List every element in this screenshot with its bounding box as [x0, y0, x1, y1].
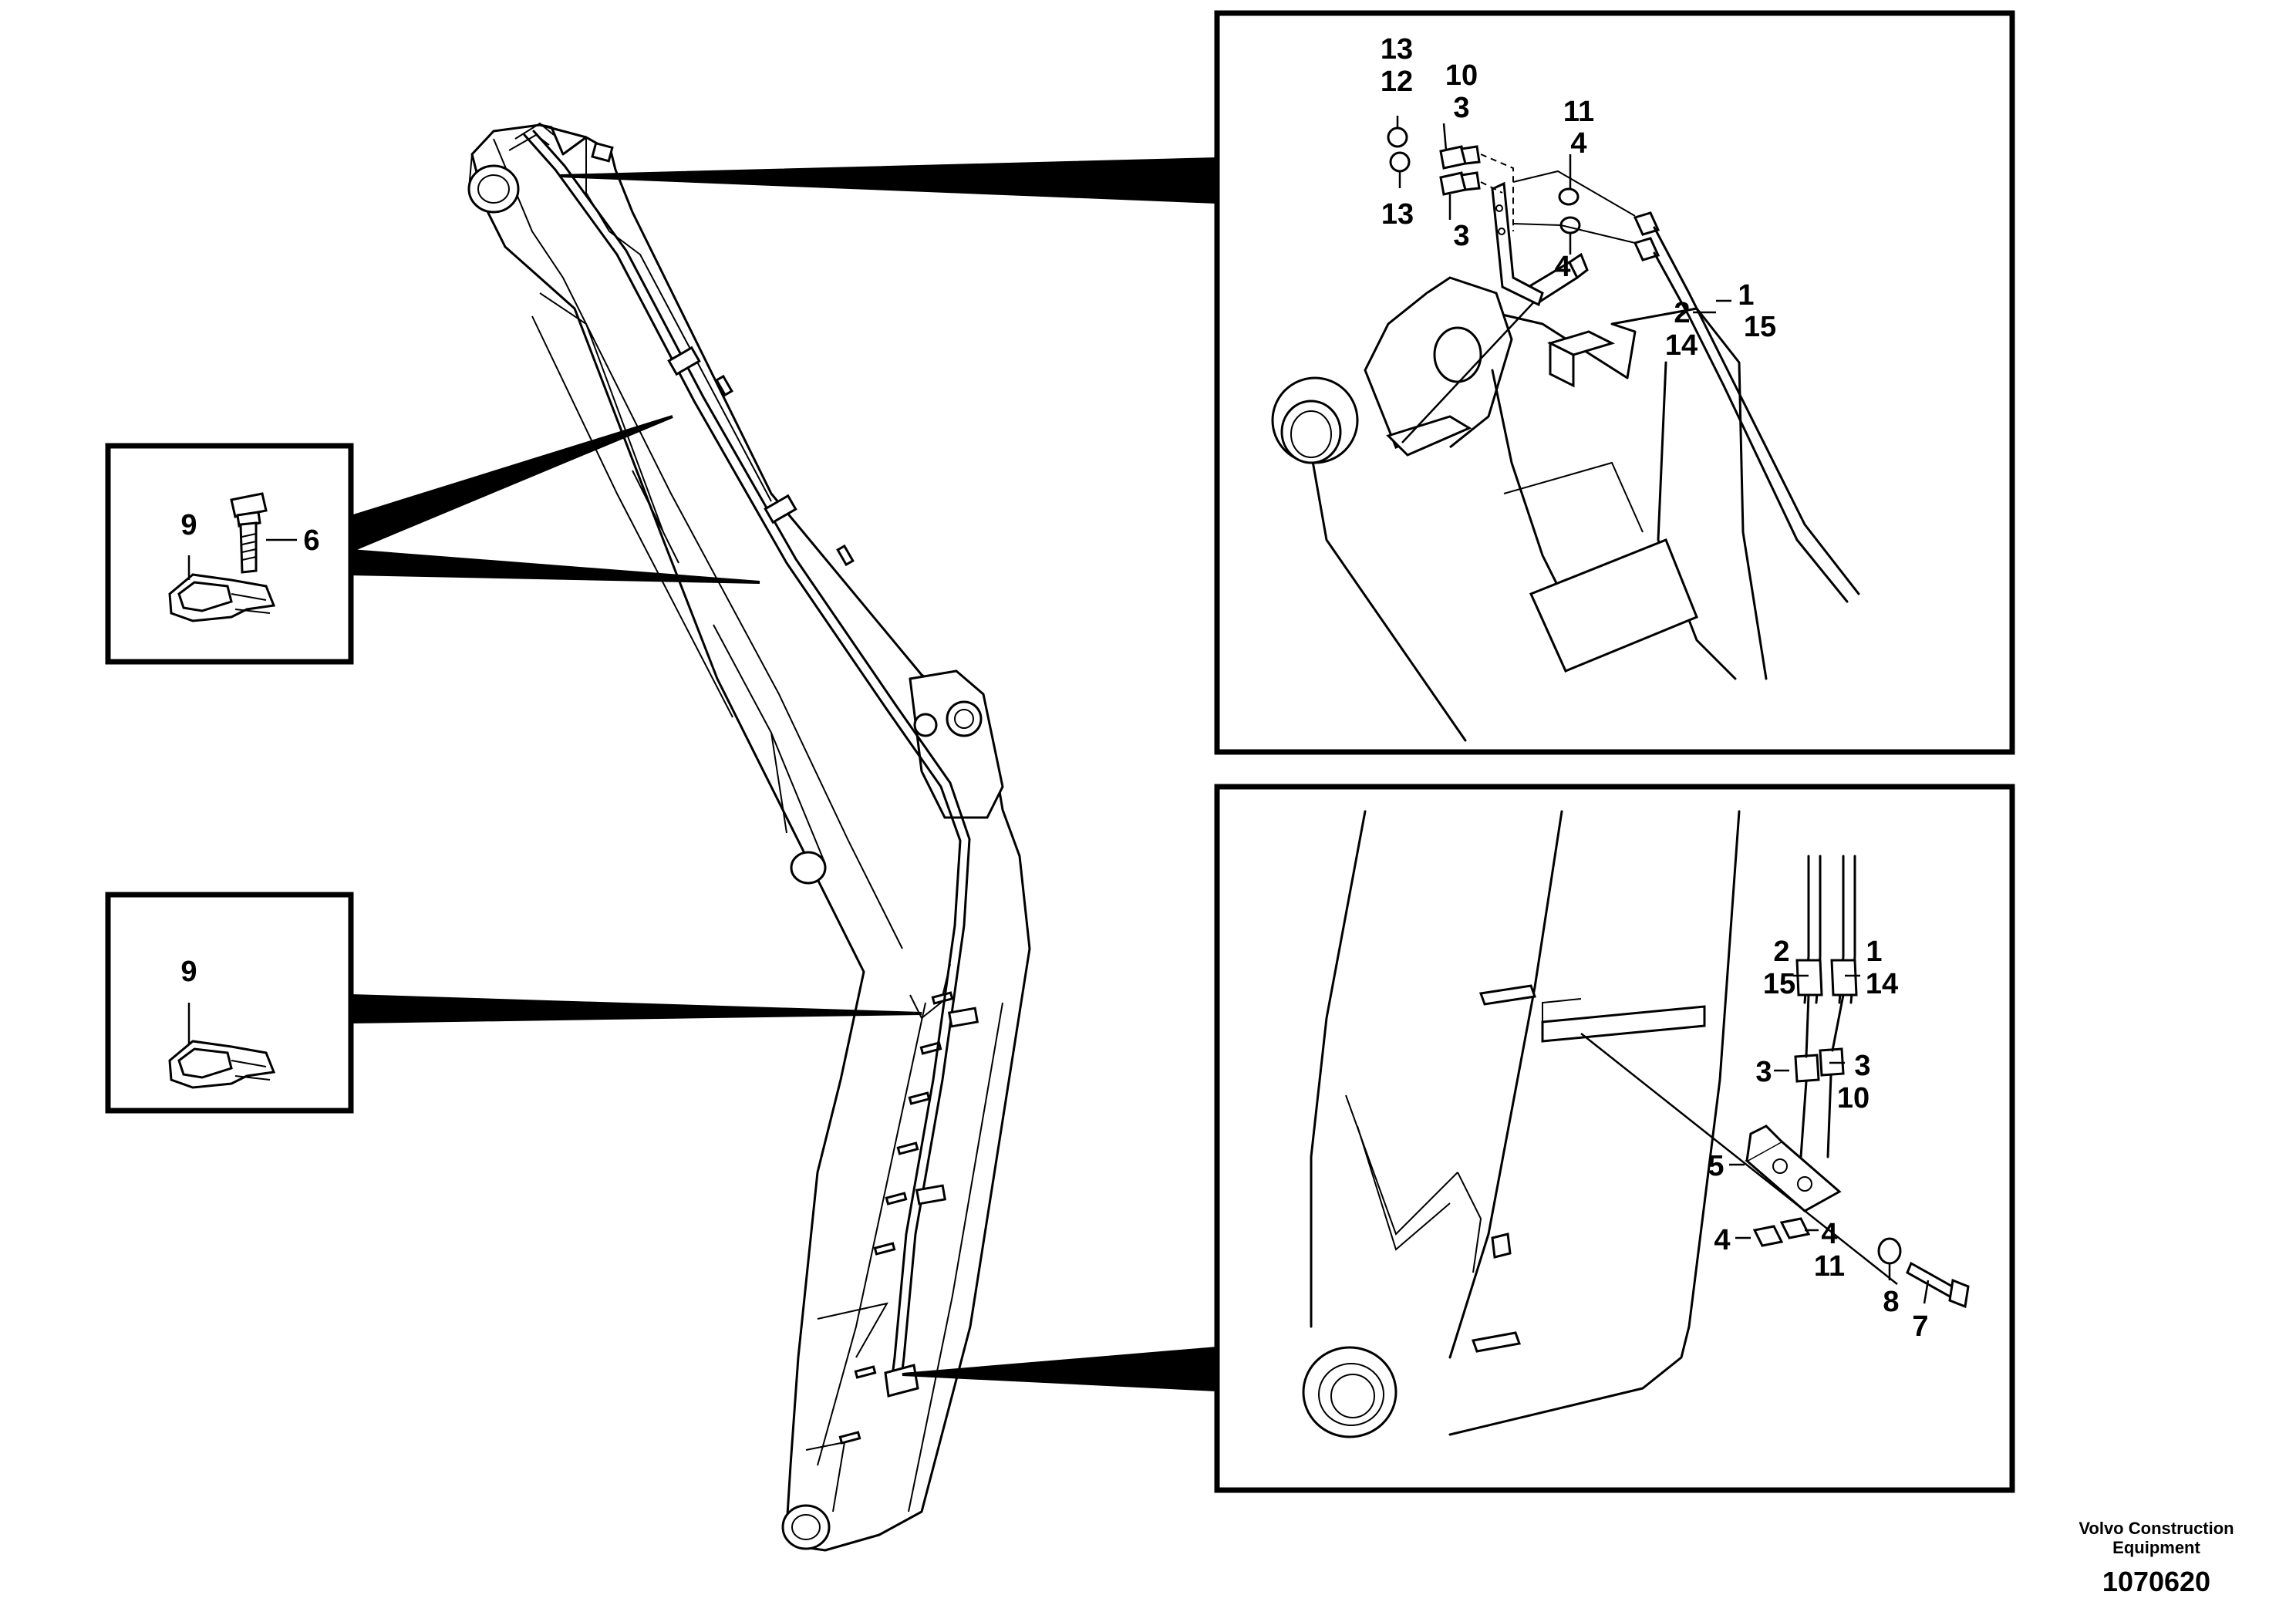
label-13-bottom: 13: [1381, 198, 1414, 231]
label-13-top: 13: [1381, 33, 1413, 66]
label-9-clamp-bolt: 9: [180, 509, 197, 541]
detail-box-bottom: 2 1 15 14 3 3 10 5 4 4 11 8 7: [1214, 784, 2015, 1493]
label-3-b-left: 3: [1755, 1056, 1772, 1088]
label-3-top: 3: [1453, 92, 1469, 124]
hose-routing: [508, 122, 979, 1398]
label-4-b-left: 4: [1714, 1224, 1730, 1256]
publisher-credit: Volvo Construction Equipment 1070620: [2079, 1519, 2234, 1597]
label-8-b: 8: [1883, 1286, 1899, 1318]
label-11-b: 11: [1814, 1250, 1845, 1283]
label-4-bottom: 4: [1554, 251, 1570, 283]
label-2-b: 2: [1773, 936, 1789, 968]
label-1: 1: [1738, 279, 1754, 312]
detail-box-clamp: 9: [105, 892, 354, 1114]
label-4-top: 4: [1570, 127, 1586, 160]
label-6: 6: [303, 524, 319, 557]
label-14-b: 14: [1866, 968, 1898, 1000]
label-12: 12: [1381, 66, 1413, 98]
label-15-b: 15: [1763, 968, 1795, 1000]
label-14: 14: [1665, 329, 1698, 362]
label-11: 11: [1563, 96, 1594, 128]
detail-box-clamp-bolt: 9 6: [105, 443, 354, 665]
callout-leaders: [349, 157, 1219, 1392]
boom-arm-drawing: [467, 123, 1031, 1552]
detail-box-top: 13 12 10 3 11 4 13 3 4 2 1 14 15: [1214, 10, 2015, 755]
label-2: 2: [1674, 297, 1690, 329]
credit-line-1: Volvo Construction: [2079, 1519, 2234, 1538]
label-3-b-right: 3: [1854, 1050, 1870, 1082]
label-4-b-right: 4: [1821, 1218, 1837, 1250]
label-7-b: 7: [1912, 1310, 1928, 1343]
label-10: 10: [1445, 59, 1478, 92]
label-10-b: 10: [1837, 1082, 1870, 1114]
label-15: 15: [1744, 311, 1776, 343]
label-9-clamp: 9: [180, 956, 197, 988]
drawing-number: 1070620: [2102, 1566, 2210, 1597]
credit-line-2: Equipment: [2112, 1538, 2200, 1557]
label-5-b: 5: [1708, 1150, 1724, 1182]
label-1-b: 1: [1866, 936, 1882, 968]
label-3-bottom: 3: [1453, 220, 1469, 252]
